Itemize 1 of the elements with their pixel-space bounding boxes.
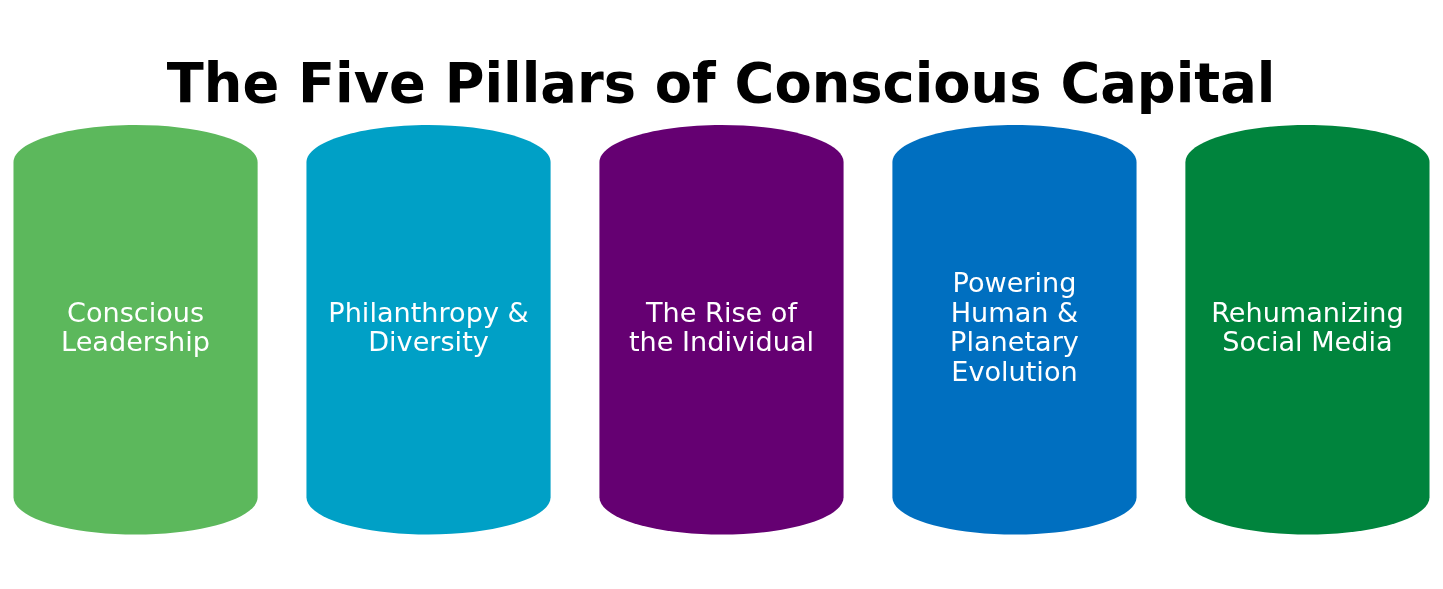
diagram-title: The Five Pillars of Conscious Capital: [166, 51, 1276, 115]
